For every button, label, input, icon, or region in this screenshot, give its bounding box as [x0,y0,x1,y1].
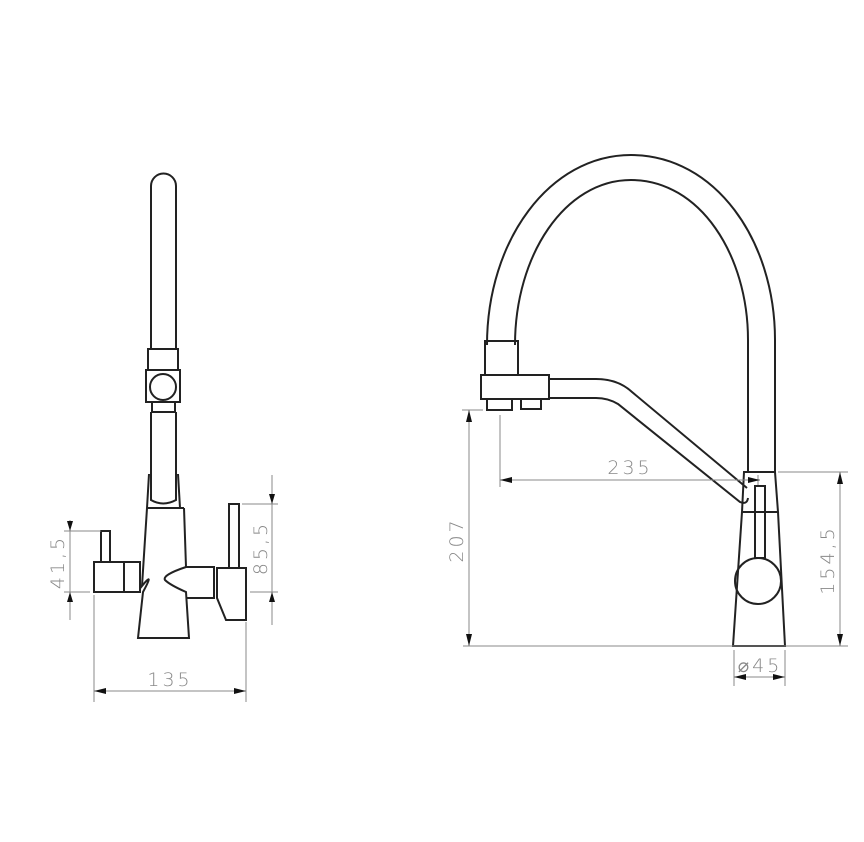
dimension-base-diameter-label: ⌀45 [738,655,783,677]
dimension-reach-label: 235 [607,457,652,479]
side-view-faucet [480,153,787,647]
dimension-body-height-label: 154,5 [817,525,839,594]
dimension-handle-height-label: 41,5 [47,535,69,589]
dimension-lever-height-label: 85,5 [250,521,272,575]
dimension-width-label: 135 [147,669,192,691]
front-view-dimensions: 135 41,5 85,5 [47,475,278,702]
dimension-total-height-label: 207 [446,517,468,562]
side-view-dimensions: 207 235 154,5 ⌀45 [446,409,848,686]
front-view-faucet [93,172,247,639]
